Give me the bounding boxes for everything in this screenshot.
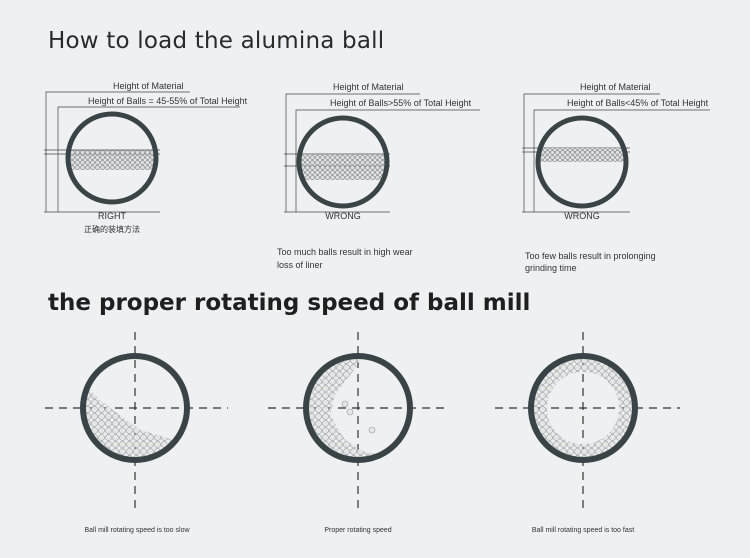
- mill-shell-icon: [80, 353, 190, 463]
- speed-diagram-slow: Ball mill rotating speed is too slow: [45, 332, 228, 534]
- verdict-right: RIGHT: [98, 211, 127, 221]
- material-height-label: Height of Material: [113, 81, 184, 91]
- ball-charge: [538, 148, 626, 162]
- section-title-load: How to load the alumina ball: [48, 28, 385, 54]
- ball-charge-ring: [531, 356, 635, 460]
- axis-crosshair: [45, 332, 228, 508]
- load-diagram-too-few: Height of Material Height of Balls<45% o…: [522, 82, 710, 273]
- falling-balls: [341, 400, 376, 434]
- mill-shell-icon: [303, 353, 413, 463]
- mill-shell-icon: [65, 111, 159, 205]
- speed-diagram-fast: Ball mill rotating speed is too fast: [495, 332, 680, 534]
- mill-shell-icon: [296, 115, 390, 209]
- section-title-speed: the proper rotating speed of ball mill: [48, 290, 531, 316]
- mill-shell-icon: [528, 353, 638, 463]
- caption-line: loss of liner: [277, 260, 323, 270]
- caption-line: Too much balls result in high wear: [277, 247, 413, 257]
- speed-diagram-proper: Proper rotating speed: [268, 332, 450, 534]
- material-height-label: Height of Material: [333, 82, 404, 92]
- mill-shell-icon: [535, 115, 629, 209]
- balls-height-label: Height of Balls>55% of Total Height: [330, 98, 472, 108]
- caption-line: Too few balls result in prolonging: [525, 251, 656, 261]
- ball-charge: [299, 154, 387, 180]
- caption-line: grinding time: [525, 263, 577, 273]
- ball-charge: [83, 380, 187, 460]
- balls-height-label: Height of Balls = 45-55% of Total Height: [88, 96, 248, 106]
- speed-caption: Ball mill rotating speed is too fast: [532, 527, 634, 534]
- ball-charge: [306, 356, 395, 460]
- material-height-label: Height of Material: [580, 82, 651, 92]
- verdict-wrong: WRONG: [325, 211, 361, 221]
- verdict-note-cn: 正确的装填方法: [84, 224, 140, 234]
- speed-caption: Proper rotating speed: [324, 527, 391, 534]
- ball-charge: [68, 150, 156, 170]
- load-diagram-right: Height of Material Height of Balls = 45-…: [44, 81, 248, 234]
- speed-caption: Ball mill rotating speed is too slow: [84, 527, 190, 534]
- load-diagram-too-many: Height of Material Height of Balls>55% o…: [277, 82, 480, 270]
- balls-height-label: Height of Balls<45% of Total Height: [567, 98, 709, 108]
- verdict-wrong: WRONG: [564, 211, 600, 221]
